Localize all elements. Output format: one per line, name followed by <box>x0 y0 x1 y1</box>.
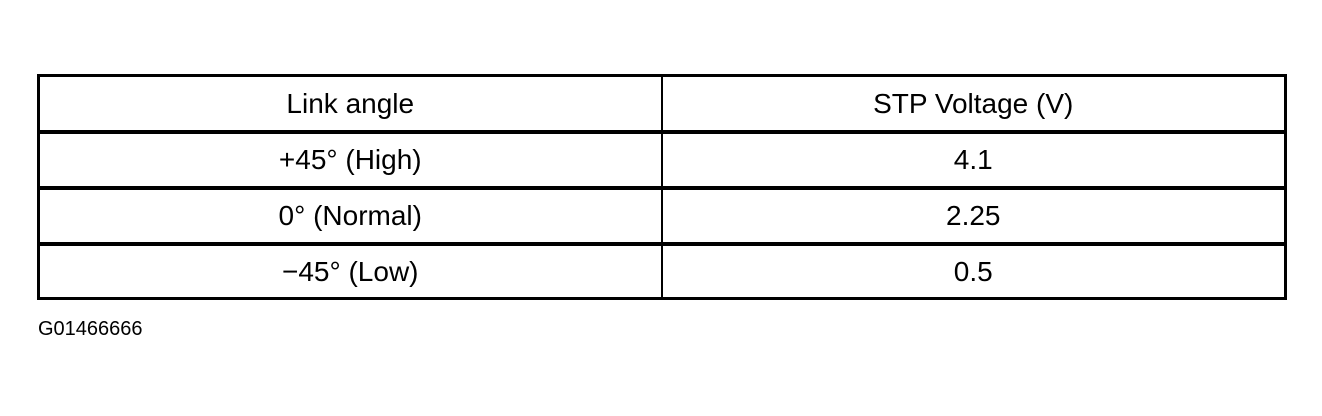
cell-stp-voltage: 4.1 <box>660 132 1287 190</box>
table-header-row: Link angle STP Voltage (V) <box>37 75 1287 134</box>
table-row: −45° (Low) 0.5 <box>37 244 1287 299</box>
cell-link-angle: +45° (High) <box>37 132 663 190</box>
cell-link-angle: 0° (Normal) <box>37 188 663 246</box>
cell-stp-voltage: 2.25 <box>660 188 1287 246</box>
link-angle-stp-voltage-table: Link angle STP Voltage (V) +45° (High) 4… <box>37 74 1287 300</box>
column-header-stp-voltage: STP Voltage (V) <box>660 75 1287 134</box>
cell-link-angle: −45° (Low) <box>37 244 663 299</box>
table-row: 0° (Normal) 2.25 <box>37 188 1287 246</box>
figure-id-label: G01466666 <box>38 318 143 340</box>
table-row: +45° (High) 4.1 <box>37 132 1287 190</box>
cell-stp-voltage: 0.5 <box>660 244 1287 299</box>
column-header-link-angle: Link angle <box>37 75 663 134</box>
